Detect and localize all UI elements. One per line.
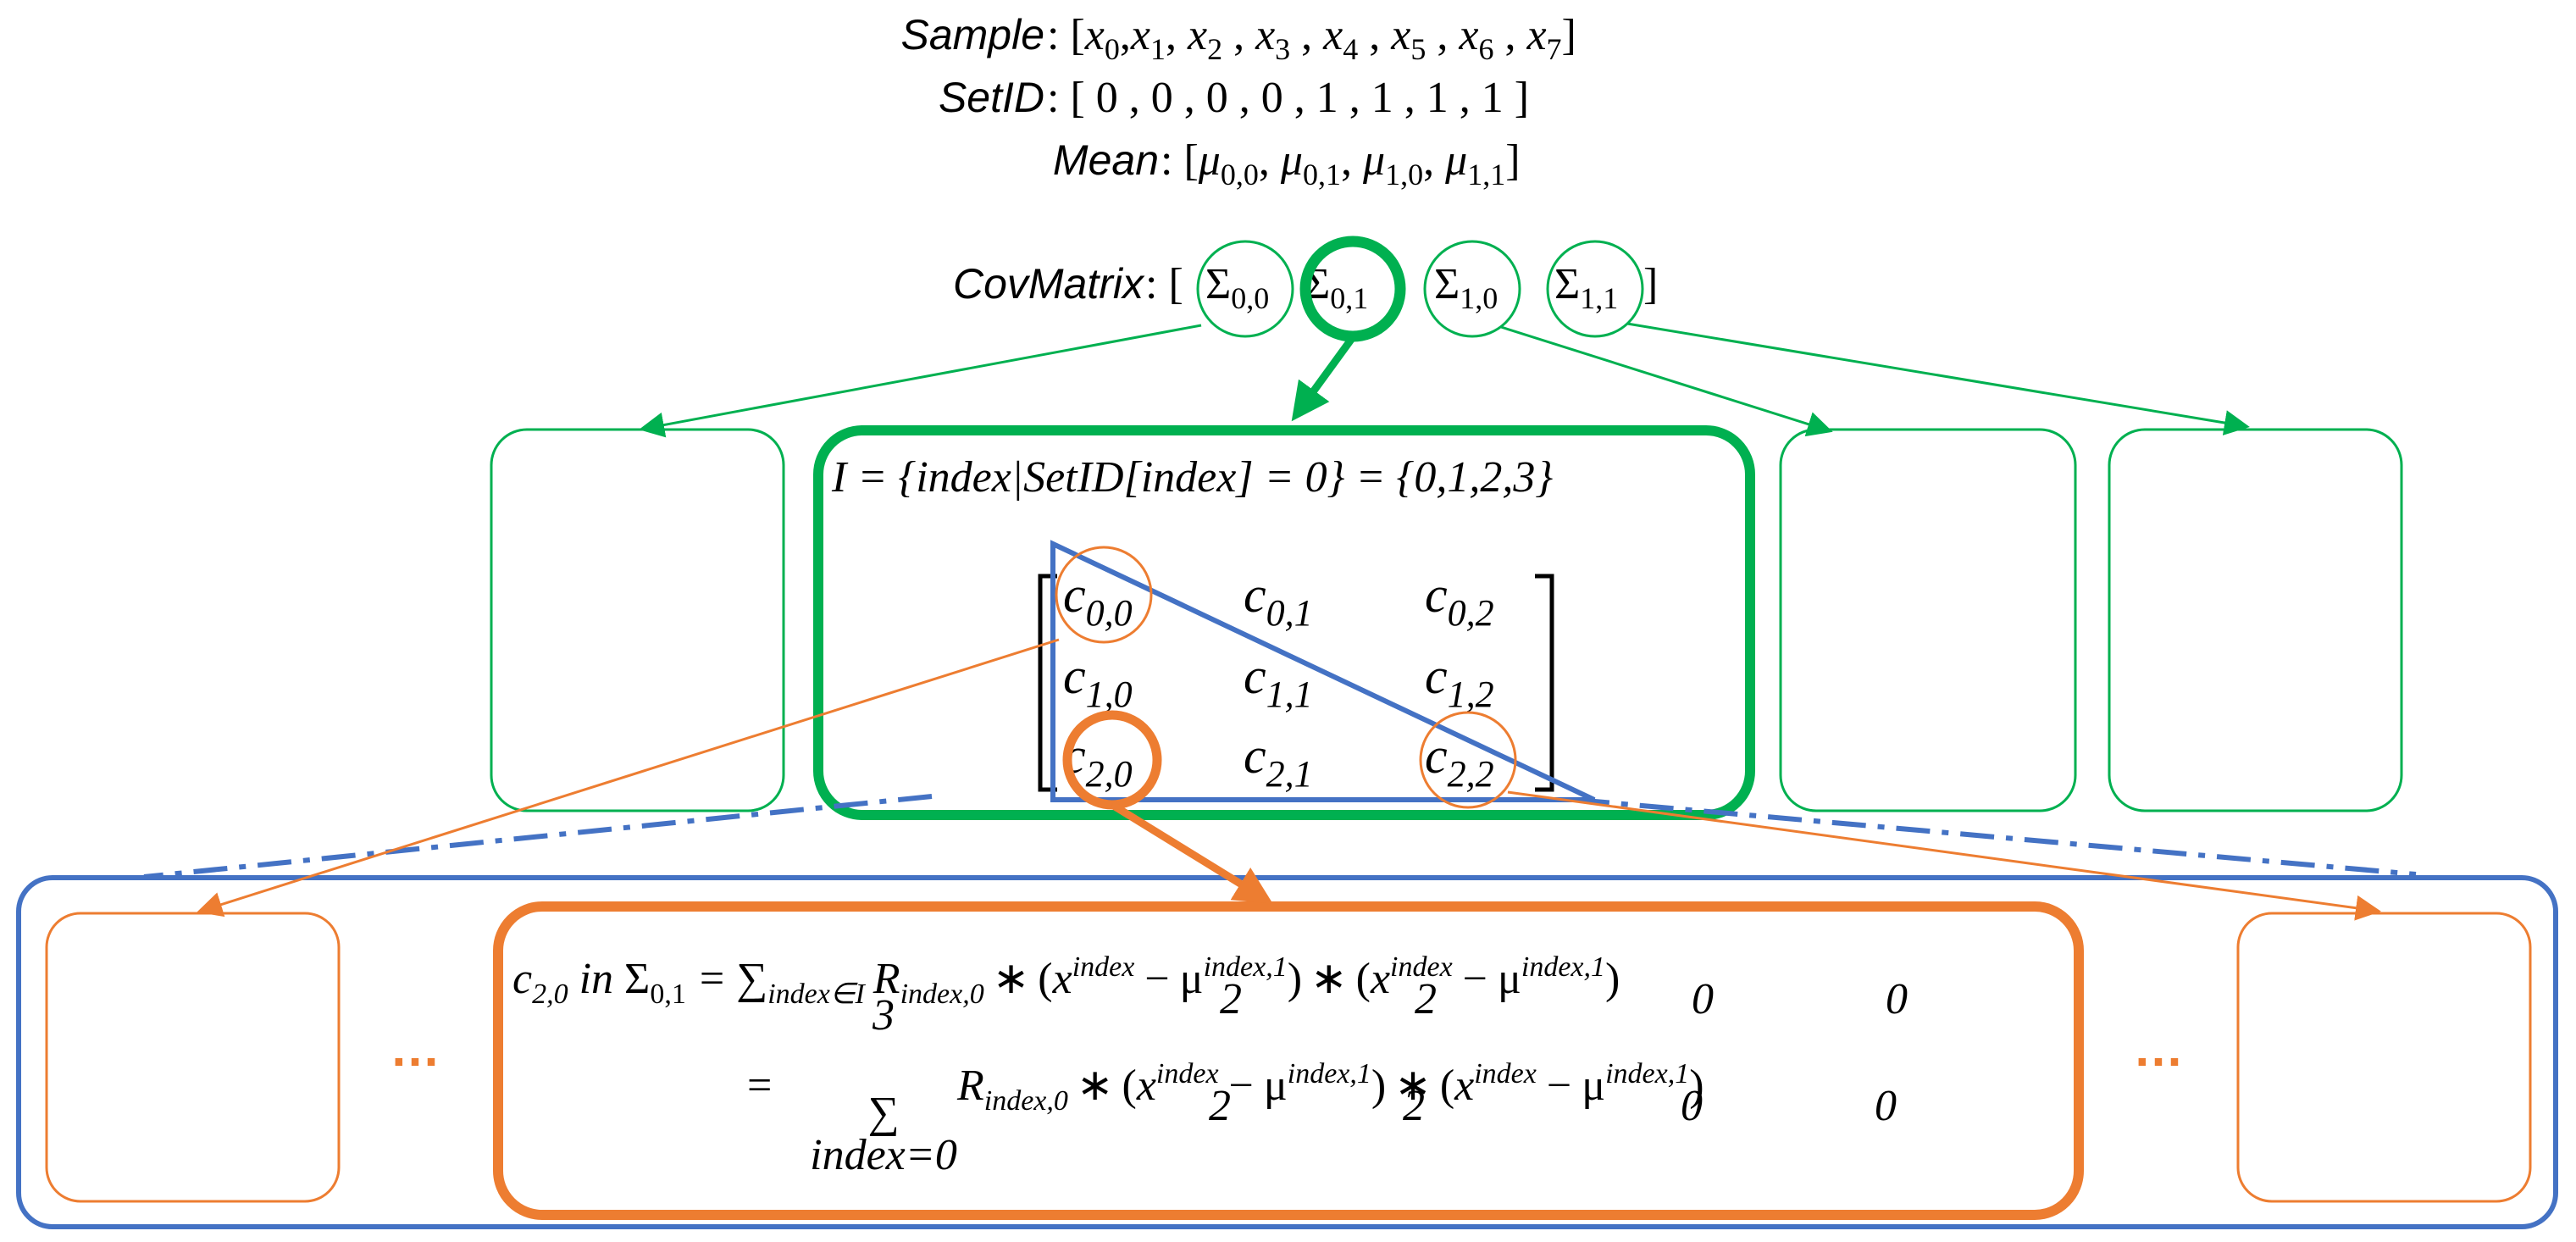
matrix-cell-0-2: c0,2 (1425, 567, 1494, 634)
matrix-cell-1-1: c1,1 (1244, 648, 1313, 715)
formula-2-mu0-sub: 0 (1875, 1082, 1897, 1130)
cov-item-3: Σ1,1 (1554, 260, 1618, 315)
cov-box-2 (1779, 428, 2077, 812)
element-box-right (2236, 912, 2532, 1203)
covmatrix-label: CovMatrix (953, 260, 1145, 308)
formula-2-mu2-sub: 2 (1403, 1082, 1425, 1130)
sum-upper-limit: 3 (872, 991, 895, 1040)
formula-2-x2-sub: 2 (1209, 1082, 1231, 1130)
sample-row: Sample : [x0,x1, x2 , x3 , x4 , x5 , x6 … (900, 11, 1576, 66)
setid-label: SetID (939, 74, 1044, 121)
arrow-cell20-to-formula (1110, 801, 1273, 904)
zoom-line-left (143, 794, 933, 879)
element-box-highlight (493, 901, 2084, 1220)
arrow-cov2-to-box2 (1500, 325, 1833, 437)
formula-1-x2-sub: 2 (1220, 975, 1242, 1023)
cell-2-2-circle (1419, 711, 1517, 809)
element-container (16, 875, 2558, 1229)
setid-values: : [ 0 , 0 , 0 , 0 , 1 , 1 , 1 , 1 ] (1047, 74, 1529, 122)
formula-2-x0-sub: 0 (1681, 1082, 1703, 1130)
sample-values: : [x0,x1, x2 , x3 , x4 , x5 , x6 , x7] (1047, 11, 1576, 66)
matrix-cell-2-1: c2,1 (1244, 728, 1313, 795)
formula-1-x0-sub: 0 (1692, 975, 1714, 1023)
ellipsis-right: … (2133, 1020, 2184, 1077)
cov-box-3 (2108, 428, 2403, 812)
ellipsis-left: … (390, 1020, 440, 1077)
matrix-right-bracket (1535, 574, 1554, 792)
arrow-cov3-to-box3 (1626, 322, 2250, 435)
matrix-left-bracket (1038, 574, 1057, 792)
covariance-matrix: c0,0 c0,1 c0,2 c1,0 c1,1 c1,2 c2,0 c2,1 … (1038, 540, 1596, 810)
green-arrows (639, 322, 2250, 438)
matrix-cell-0-1: c0,1 (1244, 567, 1313, 634)
cov-item-0: Σ0,0 (1205, 260, 1269, 315)
formula-1-mu2-sub: 2 (1415, 975, 1437, 1023)
arrow-cell00-to-left (197, 638, 1060, 918)
lower-triangle-outline (1050, 540, 1596, 802)
element-box-left (45, 912, 341, 1203)
mean-label: Mean (1053, 136, 1159, 184)
setid-row: SetID : [ 0 , 0 , 0 , 0 , 1 , 1 , 1 , 1 … (939, 74, 1529, 122)
formula-2-eq: = (747, 1062, 772, 1110)
formula-1-mu0-sub: 0 (1886, 975, 1908, 1023)
cov-box-1-highlight (813, 425, 1755, 820)
matrix-cell-1-0: c1,0 (1063, 648, 1133, 715)
covmatrix-sep: : [ (1145, 260, 1183, 308)
cell-0-0-circle (1055, 546, 1153, 644)
matrix-cell-1-2: c1,2 (1425, 648, 1494, 715)
orange-arrows (197, 638, 2381, 921)
cov-close: ] (1643, 260, 1658, 308)
cov-circle-2 (1423, 240, 1521, 338)
cov-circle-0 (1196, 240, 1294, 338)
zoom-lines (143, 794, 2417, 879)
formula-line-2: = 3 ∑ index=0 Rindex,0∗(xindex−μindex,1)… (747, 991, 1897, 1179)
arrow-cov1-to-box1 (1291, 335, 1356, 422)
formula-2-body: Rindex,0∗(xindex−μindex,1)∗(xindex−μinde… (956, 1058, 1704, 1117)
arrow-cov0-to-box0 (639, 324, 1202, 438)
cov-circle-3 (1546, 240, 1644, 338)
green-box-row (490, 425, 2403, 820)
cov-box-0 (490, 428, 785, 812)
sum-lower-limit: index=0 (810, 1131, 957, 1179)
cov-item-2: Σ1,0 (1434, 260, 1498, 315)
matrix-cell-0-0: c0,0 (1063, 567, 1133, 634)
covmatrix-row: CovMatrix : [ Σ0,0 Σ0,1 Σ1,0 Σ1,1 ] (953, 236, 1658, 342)
matrix-cell-2-2: c2,2 (1425, 728, 1494, 795)
arrow-cell22-to-right (1507, 790, 2381, 921)
index-set-equation: I = {index|SetID[index] = 0} = {0,1,2,3} (831, 453, 1553, 502)
mean-row: Mean : [μ0,0, μ0,1, μ1,0, μ1,1] (1053, 136, 1521, 191)
mean-values: : [μ0,0, μ0,1, μ1,0, μ1,1] (1161, 136, 1521, 191)
sample-label: Sample (900, 11, 1044, 58)
cov-circle-1-highlight (1299, 236, 1406, 342)
sum-symbol: ∑ (867, 1089, 899, 1137)
zoom-line-right (1575, 797, 2417, 877)
